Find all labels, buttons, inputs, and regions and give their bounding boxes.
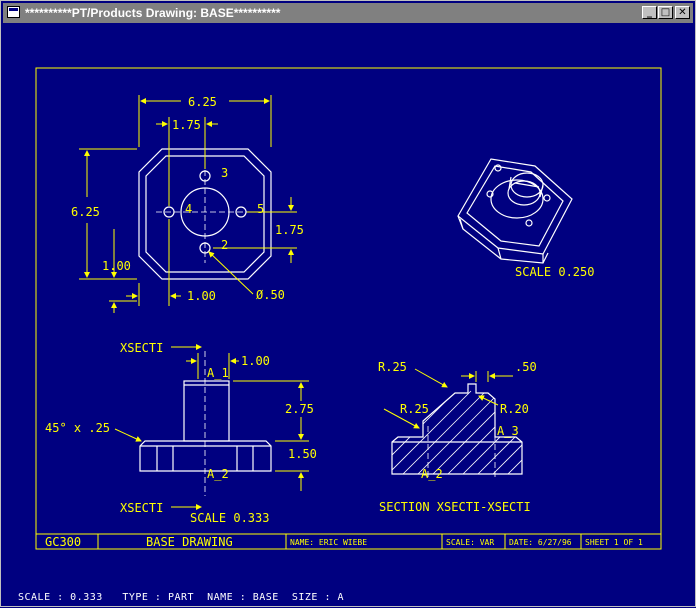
section-caption: SECTION XSECTI-XSECTI <box>379 500 531 514</box>
hole-label: 4 <box>185 202 192 216</box>
dim-left-offset: 1.00 <box>187 289 216 303</box>
dim-top: 1.00 <box>241 354 270 368</box>
section-label-bottom: XSECTI <box>120 501 163 515</box>
title-block <box>36 533 661 549</box>
datum-label: A_1 <box>207 366 229 380</box>
title-block-name: NAME: ERIC WIEBE <box>290 538 367 547</box>
front-view <box>139 380 272 472</box>
datum-label: A_2 <box>207 467 229 481</box>
top-view-centerlines <box>156 161 254 263</box>
maximize-button[interactable]: □ <box>658 6 673 19</box>
title-block-title: BASE DRAWING <box>146 535 233 549</box>
sheet-border <box>35 67 662 550</box>
dim-right: .50 <box>515 360 537 374</box>
dim-r-left: R.25 <box>400 402 429 416</box>
title-block-text: GC300 BASE DRAWING NAME: ERIC WIEBE SCAL… <box>45 535 643 549</box>
section-view <box>391 383 523 475</box>
section-dimensions <box>383 368 513 429</box>
front-view-labels: XSECTI XSECTI 1.00 A_1 2.75 1.50 45° x .… <box>45 341 317 525</box>
dim-hole-spacing-x: 1.75 <box>172 118 201 132</box>
front-scale-label: SCALE 0.333 <box>190 511 269 525</box>
dim-bottom-offset: 1.00 <box>102 259 131 273</box>
status-bar: SCALE : 0.333 TYPE : PART NAME : BASE SI… <box>18 592 345 603</box>
window-title: **********PT/Products Drawing: BASE*****… <box>25 6 281 20</box>
hole-label: 3 <box>221 166 228 180</box>
dim-height-upper: 2.75 <box>285 402 314 416</box>
title-bar[interactable]: **********PT/Products Drawing: BASE*****… <box>3 3 693 23</box>
dim-overall-height: 6.25 <box>71 205 100 219</box>
title-block-scale: SCALE: VAR <box>446 538 494 547</box>
top-view-dimensions <box>79 95 297 313</box>
front-view-dimensions <box>114 344 309 510</box>
iso-scale-label: SCALE 0.250 <box>515 265 594 279</box>
title-block-sheet: SHEET 1 OF 1 <box>585 538 643 547</box>
hole-label: 2 <box>221 238 228 252</box>
app-icon[interactable] <box>7 6 20 18</box>
section-labels: R.25 .50 R.25 R.20 A_3 A_2 SECTION XSECT… <box>378 360 537 514</box>
dim-overall-width: 6.25 <box>188 95 217 109</box>
datum-label: A_3 <box>497 424 519 438</box>
dim-r-top: R.25 <box>378 360 407 374</box>
hole-label: 5 <box>257 202 264 216</box>
close-button[interactable]: ✕ <box>675 6 690 19</box>
title-block-date: DATE: 6/27/96 <box>509 538 572 547</box>
dim-height-lower: 1.50 <box>288 447 317 461</box>
dim-hole-diameter: Ø.50 <box>256 288 285 302</box>
section-label-top: XSECTI <box>120 341 163 355</box>
top-view-labels: 6.25 1.75 6.25 1.00 1.00 1.75 Ø.50 3 4 5… <box>71 95 304 303</box>
minimize-button[interactable]: _ <box>642 6 657 19</box>
dim-r-right: R.20 <box>500 402 529 416</box>
dim-chamfer: 45° x .25 <box>45 421 110 435</box>
iso-view <box>457 158 573 264</box>
datum-label: A_2 <box>421 467 443 481</box>
dim-hole-spacing-y: 1.75 <box>275 223 304 237</box>
title-block-code: GC300 <box>45 535 81 549</box>
